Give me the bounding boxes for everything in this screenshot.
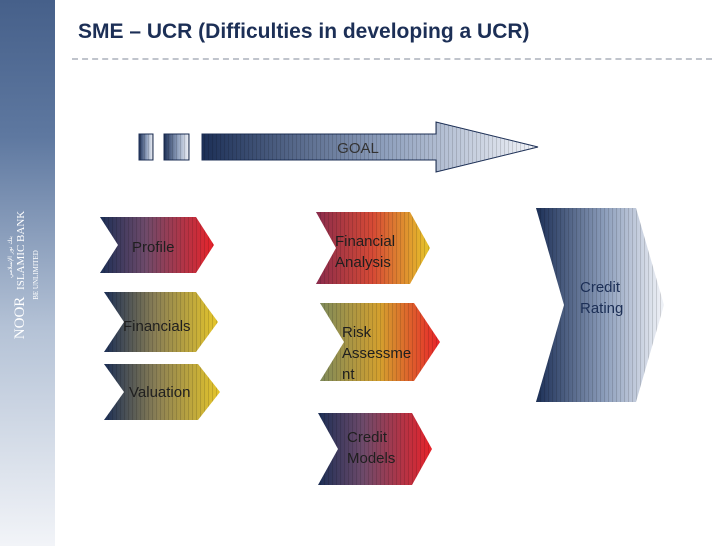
logo-brand-primary: NOOR	[12, 297, 28, 340]
chevron-credit-models: Credit Models	[318, 413, 432, 485]
logo-arabic: بنك نور الإسلامي	[7, 236, 14, 278]
label-credit-rating: Credit Rating	[580, 279, 624, 317]
chevron-valuation: Valuation	[104, 364, 220, 420]
label-financial-analysis: Financial Analysis	[335, 233, 399, 271]
title-divider	[72, 58, 712, 60]
svg-text:NOOR ISLAMIC BANK: NOOR ISLAMIC BANK	[12, 211, 28, 339]
chevron-credit-rating: Credit Rating	[536, 208, 664, 402]
chevron-financial-analysis: Financial Analysis	[316, 212, 430, 284]
label-financials: Financials	[123, 318, 191, 335]
chevron-profile: Profile	[100, 217, 214, 273]
slide-title: SME – UCR (Difficulties in developing a …	[78, 20, 530, 43]
logo-tagline: BE UNLIMITED	[32, 250, 40, 300]
label-risk-assessment: Risk Assessme nt	[342, 324, 415, 383]
chevron-financials: Financials	[104, 292, 218, 352]
bank-logo: NOOR ISLAMIC BANK BE UNLIMITED بنك نور ا…	[7, 211, 40, 339]
sidebar-band	[0, 0, 55, 546]
label-profile: Profile	[132, 239, 175, 256]
label-valuation: Valuation	[129, 384, 190, 401]
goal-label: GOAL	[337, 140, 379, 157]
logo-brand-secondary: ISLAMIC BANK	[15, 211, 27, 290]
label-credit-models: Credit Models	[347, 429, 395, 467]
goal-arrow: GOAL	[138, 121, 539, 173]
chevron-risk-assessment: Risk Assessme nt	[320, 303, 440, 383]
